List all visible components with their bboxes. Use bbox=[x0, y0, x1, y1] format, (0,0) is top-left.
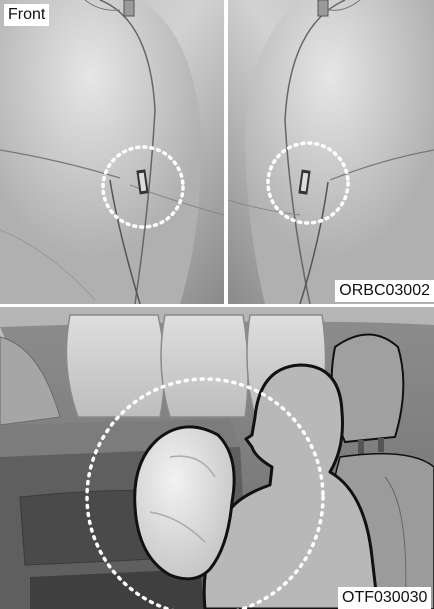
side-airbag bbox=[135, 427, 234, 579]
top-figure-code: ORBC03002 bbox=[335, 280, 434, 302]
side-airbag-deployment-figure: OTF030030 bbox=[0, 307, 434, 609]
front-label: Front bbox=[4, 4, 49, 26]
seat-back-figure: Front ORBC03002 bbox=[0, 0, 434, 304]
bottom-figure-code: OTF030030 bbox=[338, 587, 431, 609]
airbag-deployment-illustration bbox=[0, 307, 434, 609]
right-seat-back bbox=[228, 0, 434, 304]
left-seat-back bbox=[0, 0, 224, 304]
seat-back-illustration bbox=[0, 0, 434, 304]
panel-divider bbox=[224, 0, 228, 304]
